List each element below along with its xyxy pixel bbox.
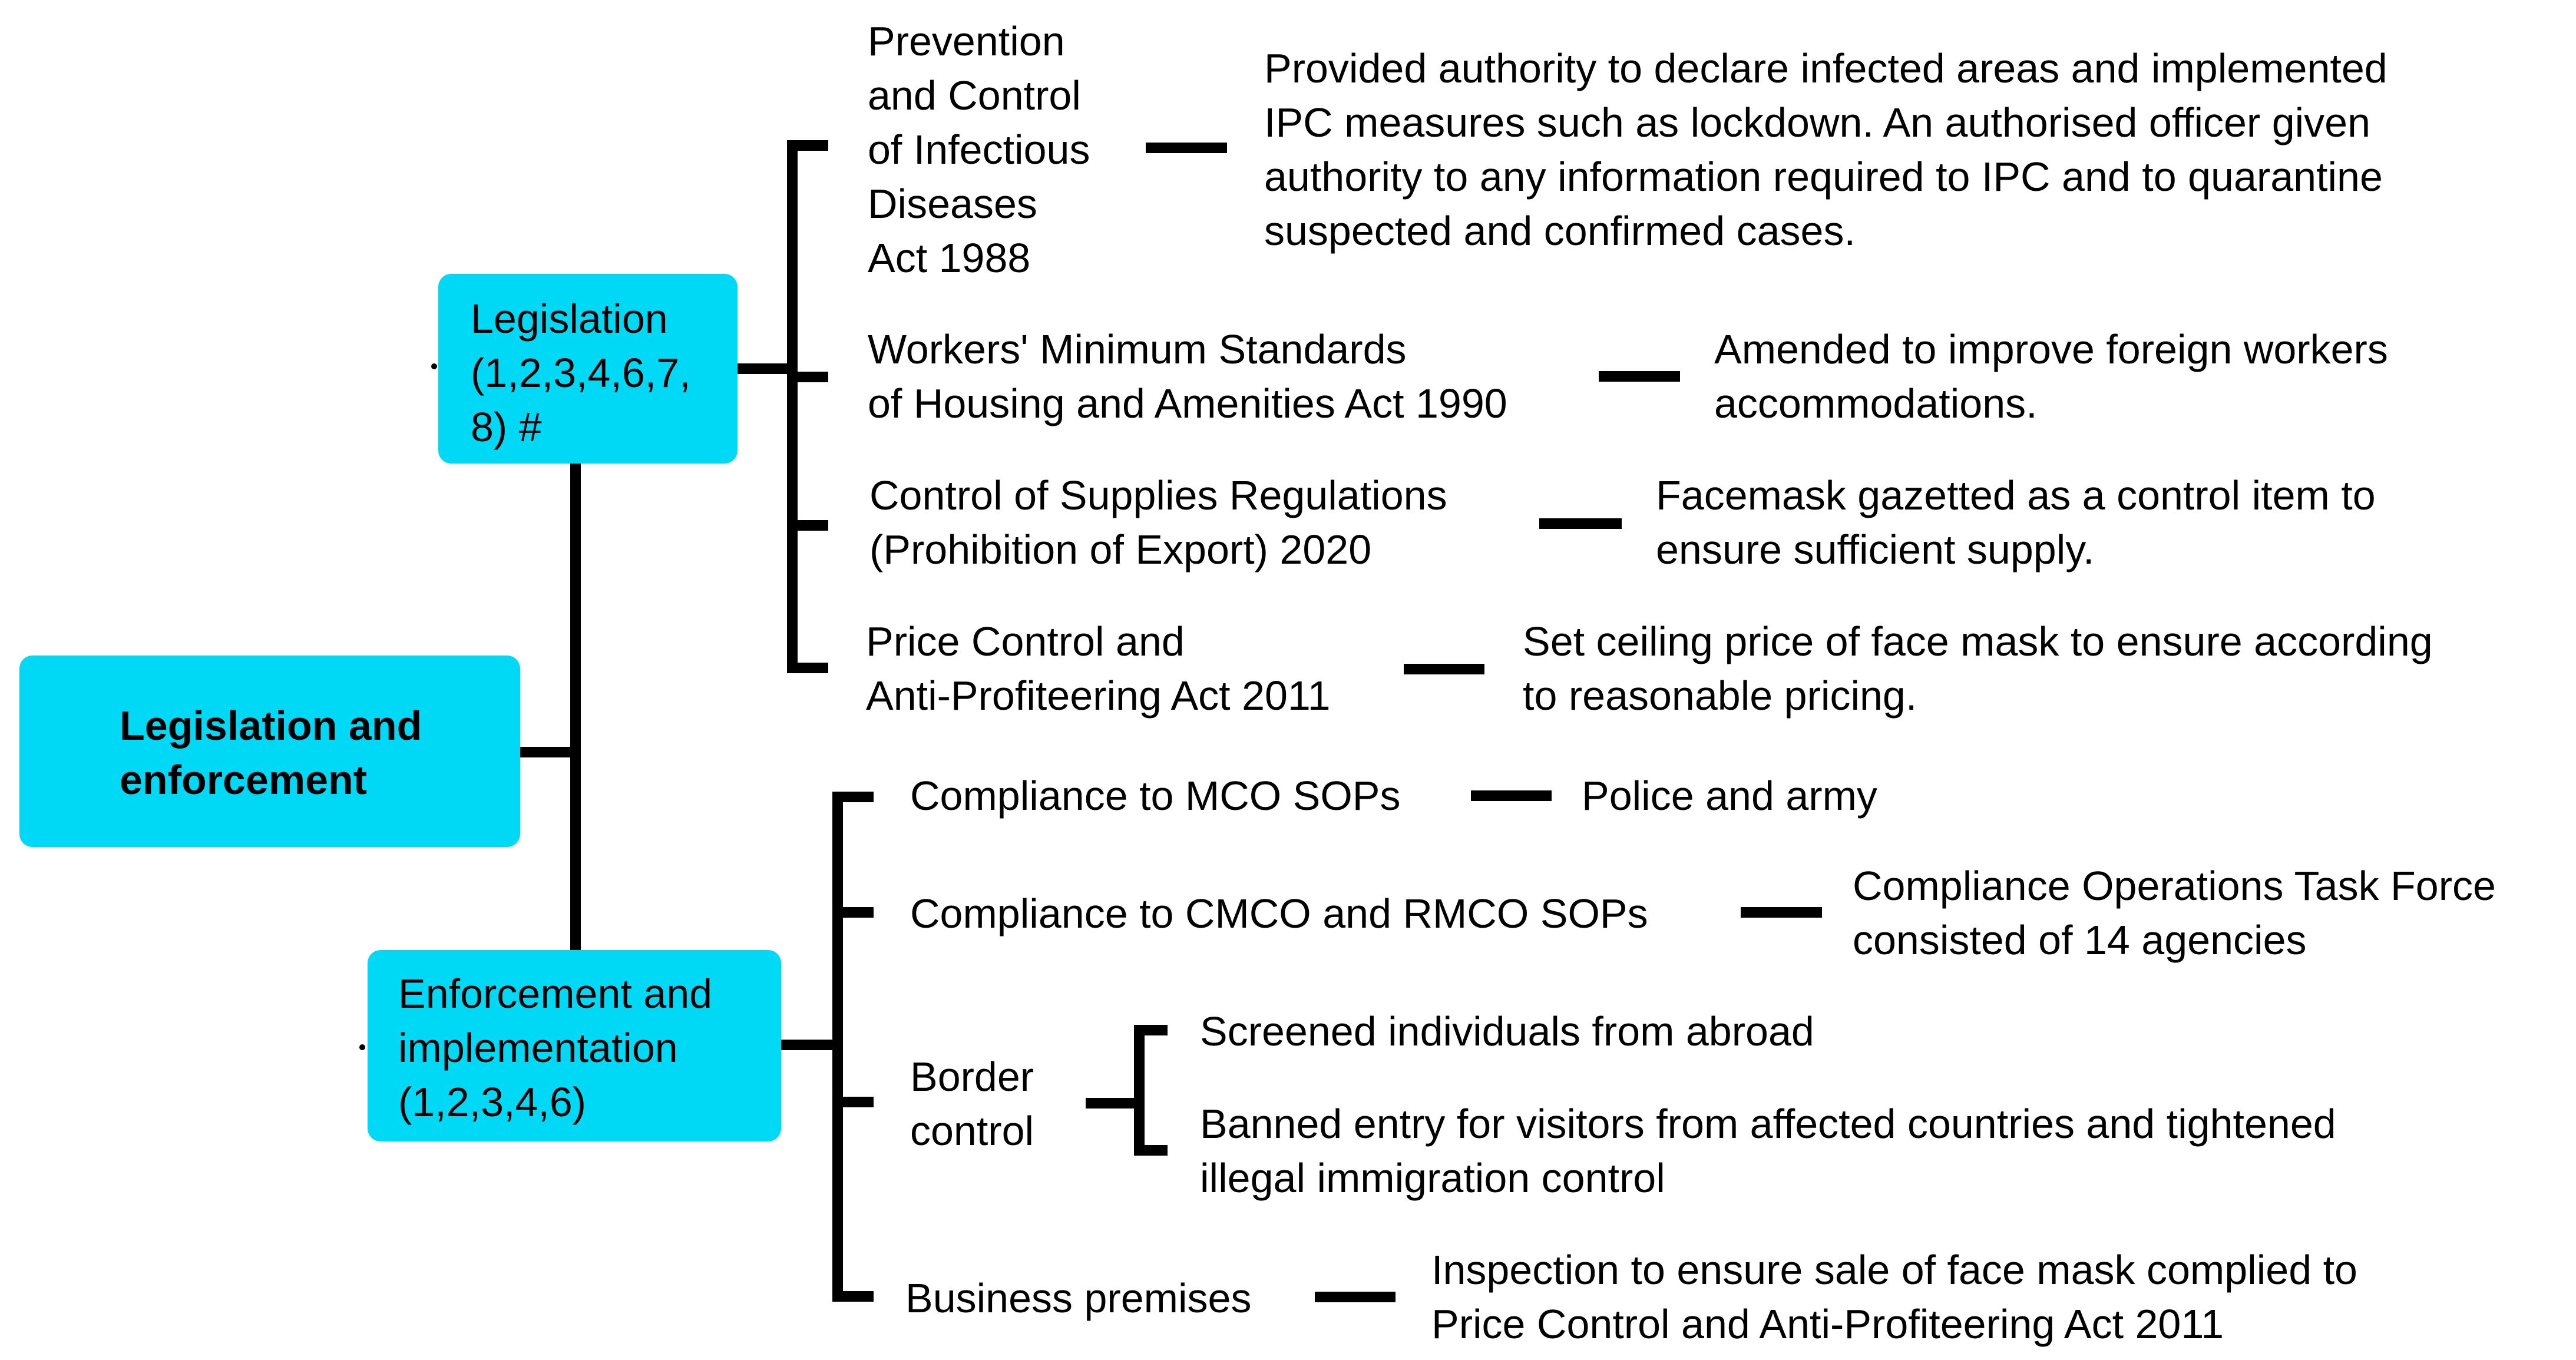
enforcement-label-line: (1,2,3,4,6) [398, 1079, 587, 1125]
text-line: Compliance to CMCO and RMCO SOPs [910, 891, 1648, 937]
text-line: Compliance Operations Task Force [1853, 863, 2496, 909]
text-line: Control of Supplies Regulations [869, 472, 1447, 518]
legislation-item-4-name: Price Control and Anti-Profiteering Act … [866, 614, 1331, 723]
text-line: Provided authority to declare infected a… [1264, 45, 2387, 91]
text-line: Banned entry for visitors from affected … [1200, 1101, 2336, 1147]
text-line: Anti-Profiteering Act 2011 [866, 673, 1331, 719]
text-line: Prevention [868, 18, 1065, 64]
text-line: Inspection to ensure sale of face mask c… [1431, 1247, 2357, 1293]
enforcement-item-2-name: Compliance to CMCO and RMCO SOPs [910, 886, 1648, 941]
enforcement-item-1-detail: Police and army [1582, 769, 1877, 823]
enforcement-item-1-name: Compliance to MCO SOPs [910, 769, 1400, 823]
root-box: Legislation and enforcement [19, 656, 520, 847]
enforcement-stem-line [781, 1040, 838, 1050]
root-label-line: enforcement [120, 757, 368, 803]
enforcement-label-line: Enforcement and [398, 971, 713, 1017]
legislation-label-line: (1,2,3,4,6,7, [471, 350, 691, 396]
enforcement-item-3-name: Border control [910, 1050, 1034, 1158]
text-line: Amended to improve foreign workers [1714, 326, 2388, 372]
text-line: Facemask gazetted as a control item to [1656, 472, 2376, 518]
legislation-dash-4 [1404, 664, 1484, 674]
legislation-item-4-detail: Set ceiling price of face mask to ensure… [1523, 614, 2433, 723]
text-line: to reasonable pricing. [1523, 673, 1917, 719]
text-line: Business premises [905, 1275, 1252, 1321]
legislation-dash-3 [1539, 518, 1622, 529]
legislation-tick-4 [787, 663, 828, 673]
enforcement-tick-4 [832, 1291, 874, 1302]
enforcement-connector-dot [359, 1044, 365, 1050]
text-line: ensure sufficient supply. [1656, 527, 2095, 573]
text-line: and Control [868, 72, 1081, 118]
text-line: Compliance to MCO SOPs [910, 773, 1401, 819]
legislation-label-line: Legislation [471, 296, 668, 342]
border-control-bracket-line [1134, 1025, 1145, 1156]
legislation-item-2-detail: Amended to improve foreign workers accom… [1714, 322, 2388, 431]
border-control-tick-1 [1134, 1025, 1168, 1035]
text-line: IPC measures such as lockdown. An author… [1264, 100, 2371, 145]
legislation-label-line: 8) # [471, 404, 542, 450]
root-connector-line [520, 747, 581, 757]
text-line: consisted of 14 agencies [1853, 917, 2307, 963]
enforcement-item-2-detail: Compliance Operations Task Force consist… [1853, 859, 2496, 967]
root-label-line: Legislation and [120, 703, 422, 749]
legislation-item-3-name: Control of Supplies Regulations (Prohibi… [869, 468, 1447, 577]
enforcement-dash-2 [1741, 907, 1822, 918]
legislation-item-2-name: Workers' Minimum Standards of Housing an… [868, 322, 1507, 431]
text-line: authority to any information required to… [1264, 154, 2383, 200]
text-line: control [910, 1108, 1034, 1154]
text-line: Border [910, 1054, 1034, 1100]
enforcement-tick-3 [832, 1097, 874, 1107]
text-line: Act 1988 [868, 235, 1031, 281]
text-line: Workers' Minimum Standards [868, 326, 1407, 372]
enforcement-label-line: implementation [398, 1025, 678, 1071]
legislation-tick-2 [787, 372, 828, 382]
legislation-connector-dot [431, 363, 437, 369]
border-control-sub-2: Banned entry for visitors from affected … [1200, 1097, 2336, 1205]
text-line: Diseases [868, 181, 1037, 227]
legislation-box: Legislation (1,2,3,4,6,7, 8) # [438, 274, 738, 464]
legislation-tick-1 [787, 140, 828, 151]
text-line: illegal immigration control [1200, 1155, 1665, 1201]
border-control-sub-1: Screened individuals from abroad [1200, 1004, 1814, 1058]
legislation-dash-1 [1146, 143, 1227, 153]
legislation-stem-line [738, 363, 791, 374]
text-line: suspected and confirmed cases. [1264, 208, 1856, 254]
text-line: accommodations. [1714, 380, 2038, 426]
legislation-item-1-name: Prevention and Control of Infectious Dis… [868, 14, 1090, 285]
text-line: Police and army [1582, 773, 1877, 819]
text-line: of Infectious [868, 127, 1090, 173]
enforcement-box: Enforcement and implementation (1,2,3,4,… [368, 950, 781, 1141]
legislation-dash-2 [1599, 371, 1680, 382]
text-line: Set ceiling price of face mask to ensure… [1523, 618, 2433, 664]
text-line: Price Control and [866, 618, 1185, 664]
text-line: of Housing and Amenities Act 1990 [868, 380, 1507, 426]
enforcement-item-4-detail: Inspection to ensure sale of face mask c… [1431, 1243, 2357, 1351]
enforcement-item-4-name: Business premises [905, 1271, 1251, 1325]
enforcement-dash-1 [1471, 790, 1552, 801]
legislation-tick-3 [787, 520, 828, 531]
enforcement-dash-4 [1315, 1292, 1396, 1302]
text-line: Price Control and Anti-Profiteering Act … [1431, 1301, 2224, 1347]
legislation-bracket-line [787, 140, 798, 673]
text-line: Screened individuals from abroad [1200, 1008, 1814, 1054]
enforcement-tick-1 [832, 792, 874, 802]
border-control-dash [1086, 1098, 1140, 1108]
border-control-tick-2 [1134, 1145, 1168, 1156]
text-line: (Prohibition of Export) 2020 [869, 527, 1372, 573]
enforcement-tick-2 [832, 907, 874, 918]
legislation-item-1-detail: Provided authority to declare infected a… [1264, 41, 2387, 258]
legislation-item-3-detail: Facemask gazetted as a control item to e… [1656, 468, 2376, 577]
root-trunk-line [570, 464, 581, 952]
enforcement-bracket-line [832, 792, 843, 1302]
